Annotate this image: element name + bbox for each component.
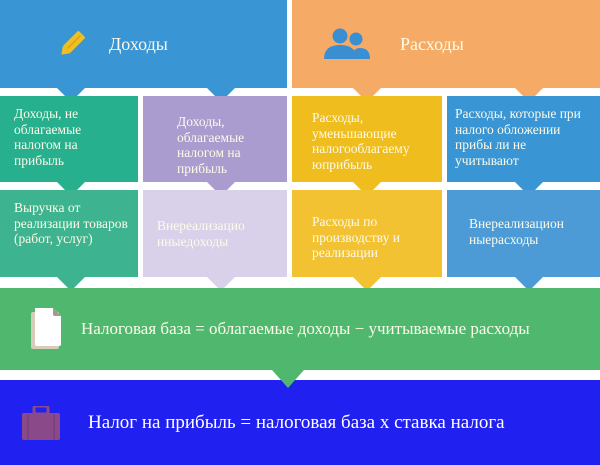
arrow-down-icon	[272, 370, 304, 388]
expenses-header: Расходы	[292, 0, 600, 88]
non-deductible-expenses-box: Расходы, которые при налого обложении пр…	[447, 96, 600, 182]
pencil-icon	[57, 29, 87, 59]
income-header-label: Доходы	[109, 33, 168, 54]
taxable-income-box: Доходы, облагаемые налогом на прибыль	[143, 96, 287, 182]
arrow-down-icon	[353, 277, 381, 291]
briefcase-icon	[22, 405, 60, 440]
non-taxable-income-box: Доходы, не облагаемые налогом на прибыль	[0, 96, 138, 182]
profit-tax-formula: Налог на прибыль = налоговая база х став…	[0, 380, 600, 465]
sales-revenue-box: Выручка от реализации товаров (работ, ус…	[0, 190, 138, 277]
expenses-header-label: Расходы	[400, 33, 464, 54]
non-operating-expenses-box: Внереализацион ныерасходы	[447, 190, 600, 277]
non-operating-income-box: Внереализацио нныедоходы	[143, 190, 287, 277]
tax-base-formula: Налоговая база = облагаемые доходы − учи…	[0, 288, 600, 370]
production-expenses-box: Расходы по производству и реализации	[292, 190, 442, 277]
arrow-down-icon	[207, 277, 235, 291]
income-header: Доходы	[0, 0, 287, 88]
users-icon	[322, 27, 372, 61]
document-icon	[31, 308, 63, 350]
arrow-down-icon	[515, 277, 543, 291]
tax-base-label: Налоговая база = облагаемые доходы − учи…	[81, 319, 530, 338]
profit-tax-label: Налог на прибыль = налоговая база х став…	[88, 411, 505, 433]
deductible-expenses-box: Расходы, уменьшающие налогооблагаему юпр…	[292, 96, 442, 182]
arrow-down-icon	[57, 277, 85, 291]
